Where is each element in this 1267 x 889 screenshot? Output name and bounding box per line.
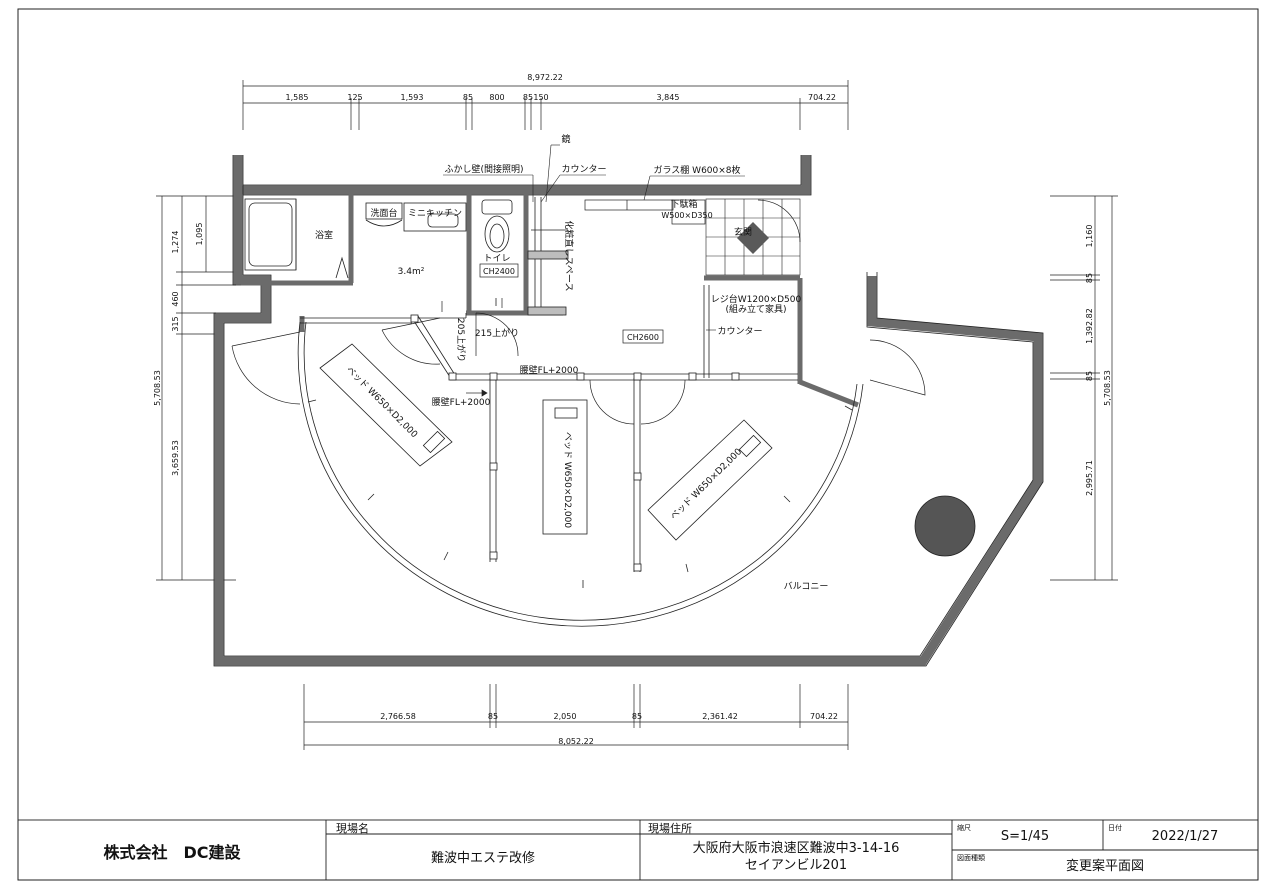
register-label: レジ台W1200×D500	[711, 293, 802, 305]
left-dim-4: 315	[171, 316, 180, 331]
bottom-dimensions	[303, 684, 849, 750]
waist-wall-partition	[411, 315, 798, 572]
area-label: 3.4m²	[398, 267, 425, 277]
top-dim-2: 125	[347, 93, 362, 102]
left-dim-1: 1,274	[171, 231, 180, 254]
ch2600-label: CH2600	[627, 333, 659, 342]
drawing-type-value: 変更案平面図	[1066, 858, 1144, 874]
bathtub	[244, 198, 349, 279]
title-block	[17, 819, 1259, 881]
step-205-label: 205上がり	[455, 318, 467, 362]
bottom-dim-4: 85	[632, 712, 642, 721]
door-swings	[231, 199, 926, 425]
right-dimensions	[1050, 195, 1118, 581]
counter-right-label: カウンター	[717, 326, 762, 337]
top-dim-5: 800	[489, 93, 504, 102]
bed-1	[319, 343, 453, 467]
top-dim-4: 85	[463, 93, 473, 102]
mini-kitchen-fixture	[403, 202, 467, 232]
exterior-walls	[214, 155, 1043, 666]
left-dim-3: 460	[171, 291, 180, 306]
date-value: 2022/1/27	[1152, 829, 1219, 844]
glass-shelf-label: ガラス棚 W600×8枚	[653, 164, 740, 176]
entrance-tiles	[705, 198, 801, 276]
step-arrows	[441, 298, 503, 397]
curved-partition	[297, 321, 864, 627]
top-dim-3: 1,593	[401, 93, 424, 102]
scale-label: 縮尺	[957, 823, 971, 832]
bottom-dim-5: 2,361.42	[702, 712, 738, 721]
top-dim-8: 3,845	[657, 93, 680, 102]
right-dim-5: 2,995.71	[1085, 460, 1094, 496]
ch2400-box	[479, 263, 519, 278]
top-total-dimension: 8,972.22	[527, 73, 563, 82]
date-label: 日付	[1108, 823, 1122, 832]
exterior-walls-outline	[213, 155, 1044, 667]
false-wall-label: ふかし壁(間接照明)	[444, 163, 523, 175]
shoe-box-size-label: W500×D350	[661, 211, 712, 220]
right-dim-4: 85	[1085, 371, 1094, 381]
site-address-line-2: セイアンビル201	[745, 858, 847, 873]
balcony-round-fixture	[914, 495, 976, 557]
step-215-label: 215上がり	[475, 327, 519, 339]
toilet-label: トイレ	[483, 254, 510, 264]
top-counter-fixture	[584, 199, 706, 225]
bed-2	[542, 399, 588, 535]
counter-top-label: カウンター	[561, 164, 606, 175]
toilet-fixture	[481, 199, 513, 306]
sheet-border	[17, 8, 1259, 881]
bottom-total-dimension: 8,052.22	[558, 737, 594, 746]
interior-walls	[241, 194, 859, 408]
left-total-dimension: 5,708.53	[153, 370, 162, 406]
left-dimensions	[156, 195, 236, 581]
bed-3	[647, 419, 773, 541]
ch2400-label: CH2400	[483, 267, 515, 276]
powder-space-label: 化粧直しスペース	[563, 221, 575, 292]
left-dim-2: 1,095	[195, 223, 204, 246]
balcony-label: バルコニー	[784, 581, 829, 592]
leader-lines	[443, 144, 745, 331]
ch2600-box	[622, 329, 664, 344]
top-dim-9: 704.22	[808, 93, 836, 102]
top-dim-1: 1,585	[286, 93, 309, 102]
right-dim-1: 1,160	[1085, 225, 1094, 248]
top-dim-6: 85	[523, 93, 533, 102]
right-total-dimension: 5,708.53	[1103, 370, 1112, 406]
top-dim-7: 150	[533, 93, 548, 102]
partition-posts	[410, 314, 740, 572]
site-address-line-1: 大阪府大阪市浪速区難波中3-14-16	[693, 840, 900, 856]
top-dimensions	[242, 80, 849, 130]
right-dim-2: 85	[1085, 273, 1094, 283]
right-dim-3: 1,392.82	[1085, 308, 1094, 344]
bottom-dim-2: 85	[488, 712, 498, 721]
bath-label: 浴室	[315, 229, 333, 241]
left-dim-5: 3,659.53	[171, 440, 180, 476]
drawing-type-label: 図面種類	[957, 853, 985, 862]
register-note-label: (組み立て家具)	[725, 303, 786, 315]
company-name: 株式会社 DC建設	[103, 843, 241, 862]
scale-value: S=1/45	[1001, 829, 1049, 844]
bed-2-label: ベッド W650×D2,000	[562, 432, 572, 528]
waist-wall-label-1: 腰壁FL+2000	[520, 364, 579, 376]
site-name: 難波中エステ改修	[431, 851, 535, 866]
mini-kitchen-label: ミニキッチン	[408, 208, 462, 219]
interior-walls-thin	[300, 197, 710, 378]
shoe-box-label: 下駄箱	[670, 198, 697, 210]
bottom-dim-1: 2,766.58	[380, 712, 416, 721]
washbasin-label: 洗面台	[370, 207, 397, 219]
arc-joints	[307, 399, 853, 588]
washbasin-fixture	[365, 202, 403, 227]
entrance-label: 玄関	[734, 226, 752, 238]
mirror-label: 鏡	[561, 133, 570, 145]
bottom-dim-3: 2,050	[554, 712, 577, 721]
waist-wall-label-2: 腰壁FL+2000	[432, 396, 491, 408]
bottom-dim-6: 704.22	[810, 712, 838, 721]
site-address-label: 現場住所	[648, 821, 692, 835]
site-name-label: 現場名	[336, 821, 369, 835]
